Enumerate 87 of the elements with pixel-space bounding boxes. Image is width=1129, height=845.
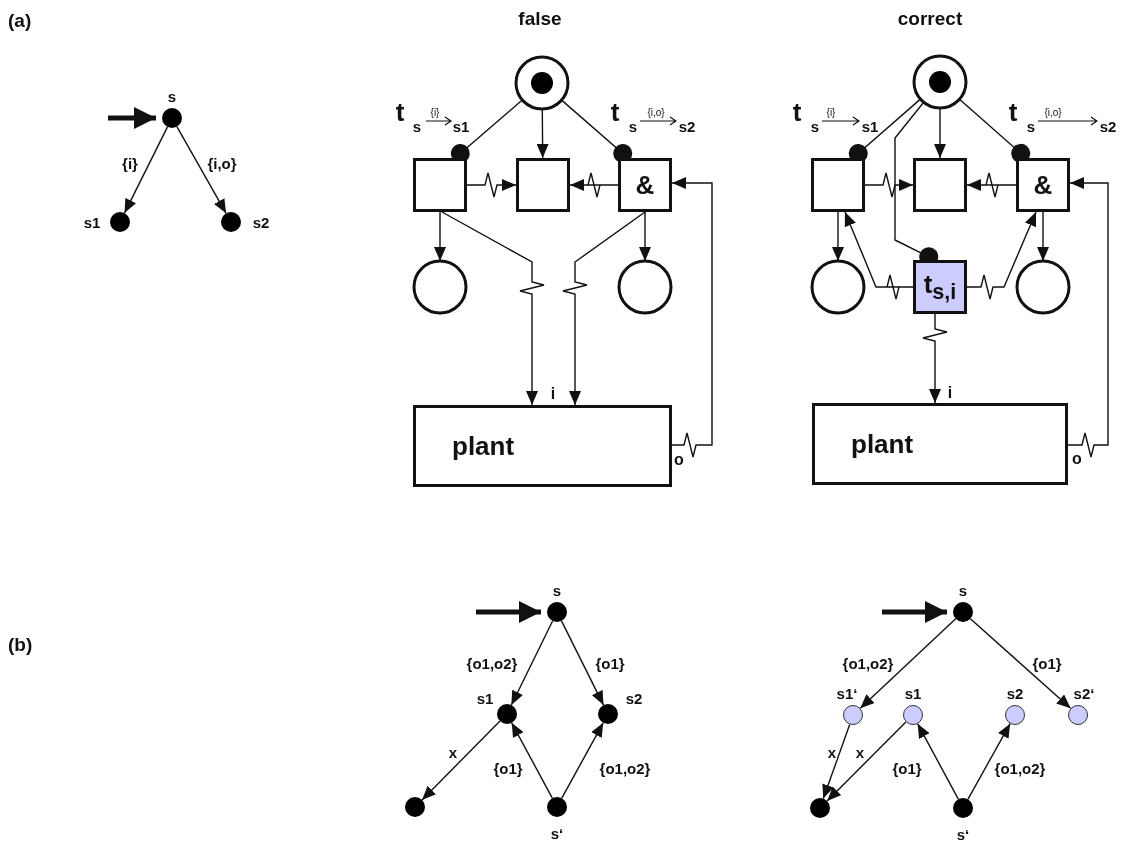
- start-arrow: [882, 601, 947, 623]
- transition-name: t: [610, 99, 620, 125]
- arrow: [536, 108, 549, 159]
- arrow: [421, 720, 501, 801]
- arrow: [934, 107, 946, 159]
- edge-label: {o1,o2}: [841, 655, 895, 671]
- transition-subscript: {i}: [826, 108, 836, 118]
- edge-label: {o1}: [891, 760, 923, 776]
- arrow: [822, 723, 851, 800]
- state-label: s1: [904, 685, 922, 701]
- edge-label: {o1}: [1031, 655, 1063, 671]
- arrow: [510, 620, 554, 706]
- transition-subscript: {i}: [430, 108, 440, 118]
- state-label: s‘: [550, 825, 564, 841]
- state-label: s1‘: [836, 685, 858, 701]
- edge-label: {i}: [121, 155, 139, 171]
- arrow: [864, 172, 914, 198]
- arrow: [466, 172, 517, 198]
- transition-name: t: [1008, 99, 1018, 125]
- arrow: [123, 126, 169, 214]
- arrow: [562, 211, 646, 406]
- arrow: [826, 721, 907, 802]
- edge-label: {o1}: [594, 655, 626, 671]
- transition-subscript: s1: [861, 118, 879, 134]
- signal-label: i: [550, 386, 556, 402]
- transition-subscript: s2: [678, 118, 696, 134]
- state-label: s: [552, 582, 562, 598]
- arrow: [176, 126, 227, 214]
- edge-label: {o1}: [492, 760, 524, 776]
- start-arrow: [476, 601, 541, 623]
- arrow: [832, 211, 844, 262]
- state-label: s2: [252, 214, 270, 230]
- state-label: s2: [625, 690, 643, 706]
- arrow: [966, 172, 1017, 198]
- start-arrow: [108, 107, 156, 129]
- transition-label: t$_{s,i}$: [923, 271, 957, 303]
- arrow: [560, 620, 605, 706]
- arrow: [969, 618, 1072, 709]
- signal-label: o: [1072, 451, 1082, 467]
- transition-subscript: {i,o}: [647, 108, 665, 118]
- state-label: s1: [83, 214, 101, 230]
- transition-subscript: s1: [452, 118, 470, 134]
- arrow: [1037, 211, 1049, 262]
- state-label: s1: [476, 690, 494, 706]
- transition-subscript: s2: [1099, 118, 1117, 134]
- transition-subscript: s: [810, 118, 820, 134]
- arrow: [966, 211, 1037, 300]
- state-label: s2‘: [1073, 685, 1095, 701]
- signal-label: i: [947, 385, 953, 401]
- state-label: s: [167, 88, 177, 104]
- arrow: [967, 723, 1011, 800]
- plant-label: plant: [851, 431, 914, 457]
- arrow: [561, 722, 604, 799]
- edge-label: {i,o}: [206, 155, 238, 171]
- arrow: [569, 172, 619, 198]
- plant-label: plant: [452, 433, 515, 459]
- transition-subscript: s: [1026, 118, 1036, 134]
- arrow: [639, 211, 651, 262]
- transition-name: t: [395, 99, 405, 125]
- arrow: [434, 211, 446, 262]
- state-label: s: [958, 582, 968, 598]
- arrow: [917, 723, 959, 800]
- panel-title: correct: [897, 8, 963, 28]
- arrow: [859, 618, 957, 709]
- transition-subscript: {i,o}: [1044, 108, 1062, 118]
- arrow: [922, 313, 948, 404]
- transition-subscript: s: [628, 118, 638, 134]
- state-label: s2: [1006, 685, 1024, 701]
- edge-label: {o1,o2}: [465, 655, 519, 671]
- arrow: [671, 177, 713, 458]
- panel-label: (a): [8, 10, 32, 32]
- panel-title: false: [518, 8, 562, 28]
- read-arc: [560, 99, 633, 163]
- transition-subscript: s: [412, 118, 422, 134]
- state-label: s‘: [956, 826, 970, 842]
- edge-label: {o1,o2}: [993, 760, 1047, 776]
- transition-label: &: [1033, 172, 1053, 198]
- transition-label: &: [635, 172, 655, 198]
- edge-label: {o1,o2}: [598, 760, 652, 776]
- read-arc: [958, 98, 1031, 163]
- arrow: [844, 211, 914, 300]
- arrow: [441, 211, 545, 406]
- arrow: [511, 722, 553, 799]
- signal-label: o: [674, 452, 684, 468]
- panel-label: (b): [8, 634, 33, 656]
- transition-name: t: [792, 99, 802, 125]
- arrow: [1067, 177, 1109, 458]
